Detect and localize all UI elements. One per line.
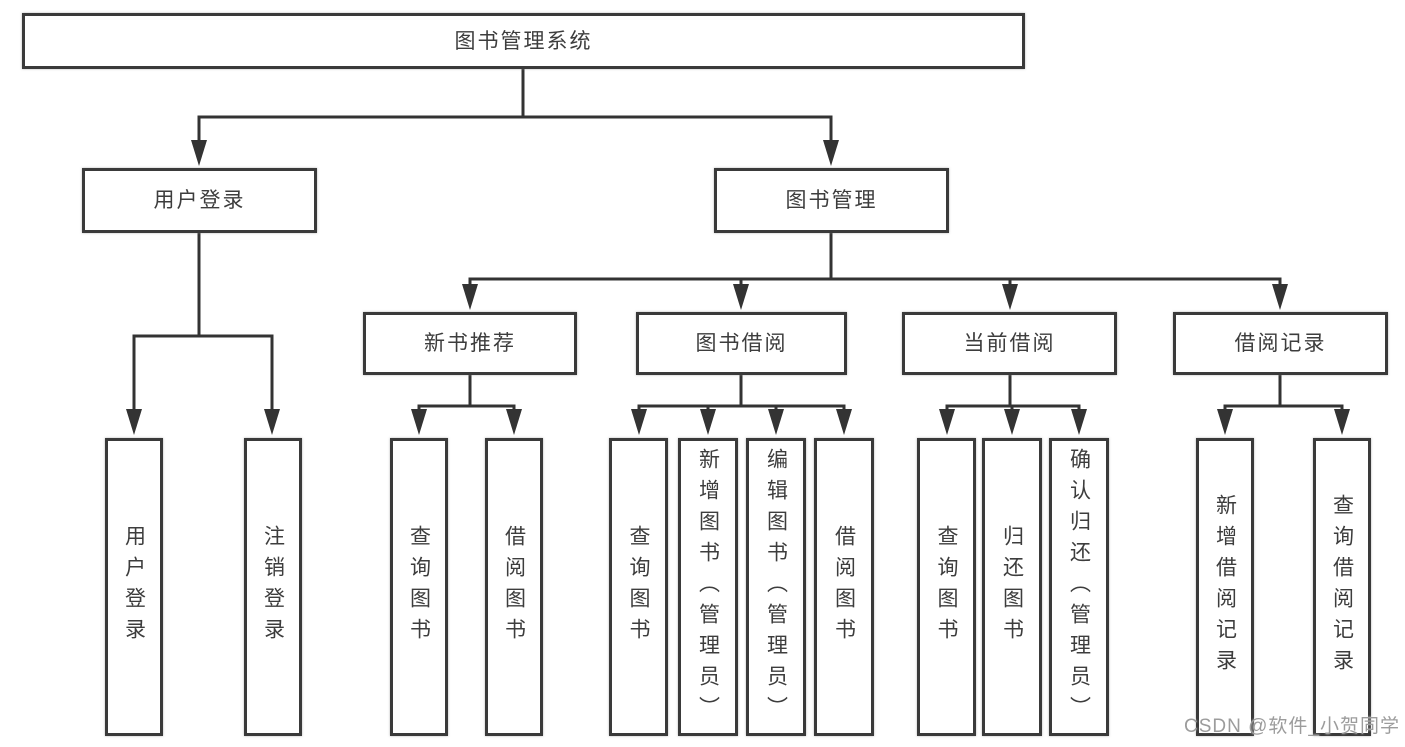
node-label: 用户登录	[153, 189, 246, 212]
node-label: 图书管理	[785, 189, 878, 212]
node-label: 新书推荐	[424, 332, 516, 355]
leaf-borrow-books-recommend: 借阅图书	[485, 438, 543, 736]
node-label: 查询图书	[935, 525, 958, 649]
leaf-edit-books-admin: 编辑图书（管理员）	[746, 438, 806, 736]
node-label: 新增借阅记录	[1213, 494, 1237, 680]
connector-root-to-level2	[191, 69, 839, 166]
node-label: 当前借阅	[963, 332, 1056, 355]
leaf-query-books-recommend: 查询图书	[390, 438, 448, 736]
connector-book-management-children	[462, 233, 1288, 310]
node-label: 用户登录	[122, 525, 146, 649]
node-book-borrow: 图书借阅	[636, 312, 847, 375]
node-library-management-system: 图书管理系统	[22, 13, 1025, 69]
node-label: 归还图书	[1000, 525, 1024, 649]
node-label: 确认归还（管理员）	[1067, 447, 1091, 727]
leaf-borrow-books: 借阅图书	[814, 438, 874, 736]
node-label: 编辑图书（管理员）	[764, 447, 788, 727]
node-label: 借阅图书	[502, 525, 526, 649]
node-current-borrow: 当前借阅	[902, 312, 1117, 375]
node-label: 借阅记录	[1234, 332, 1327, 355]
connector-borrow-records-children	[1217, 375, 1350, 435]
node-book-management: 图书管理	[714, 168, 949, 233]
node-label: 查询借阅记录	[1330, 494, 1354, 680]
connector-book-borrow-children	[631, 375, 852, 435]
node-label: 借阅图书	[832, 525, 856, 649]
node-user-login: 用户登录	[82, 168, 317, 233]
node-label: 查询图书	[407, 525, 431, 649]
connector-current-borrow-children	[939, 375, 1087, 435]
node-label: 查询图书	[627, 525, 650, 649]
node-label: 图书借阅	[695, 332, 788, 355]
leaf-user-login: 用户登录	[105, 438, 163, 736]
node-borrow-records: 借阅记录	[1173, 312, 1388, 375]
node-label: 新增图书（管理员）	[696, 447, 720, 727]
leaf-confirm-return-admin: 确认归还（管理员）	[1049, 438, 1109, 736]
leaf-logout: 注销登录	[244, 438, 302, 736]
node-new-book-recommend: 新书推荐	[363, 312, 577, 375]
leaf-add-books-admin: 新增图书（管理员）	[678, 438, 738, 736]
leaf-query-books-borrow: 查询图书	[609, 438, 668, 736]
node-label: 注销登录	[261, 525, 285, 649]
leaf-return-books: 归还图书	[982, 438, 1042, 736]
leaf-query-borrow-record: 查询借阅记录	[1313, 438, 1371, 736]
leaf-add-borrow-record: 新增借阅记录	[1196, 438, 1254, 736]
connector-user-login-children	[126, 233, 280, 435]
leaf-query-books-current: 查询图书	[917, 438, 976, 736]
csdn-watermark: CSDN @软件_小贺同学	[1184, 716, 1400, 737]
node-label: 图书管理系统	[454, 29, 593, 53]
connector-new-book-recommend-children	[411, 375, 522, 435]
